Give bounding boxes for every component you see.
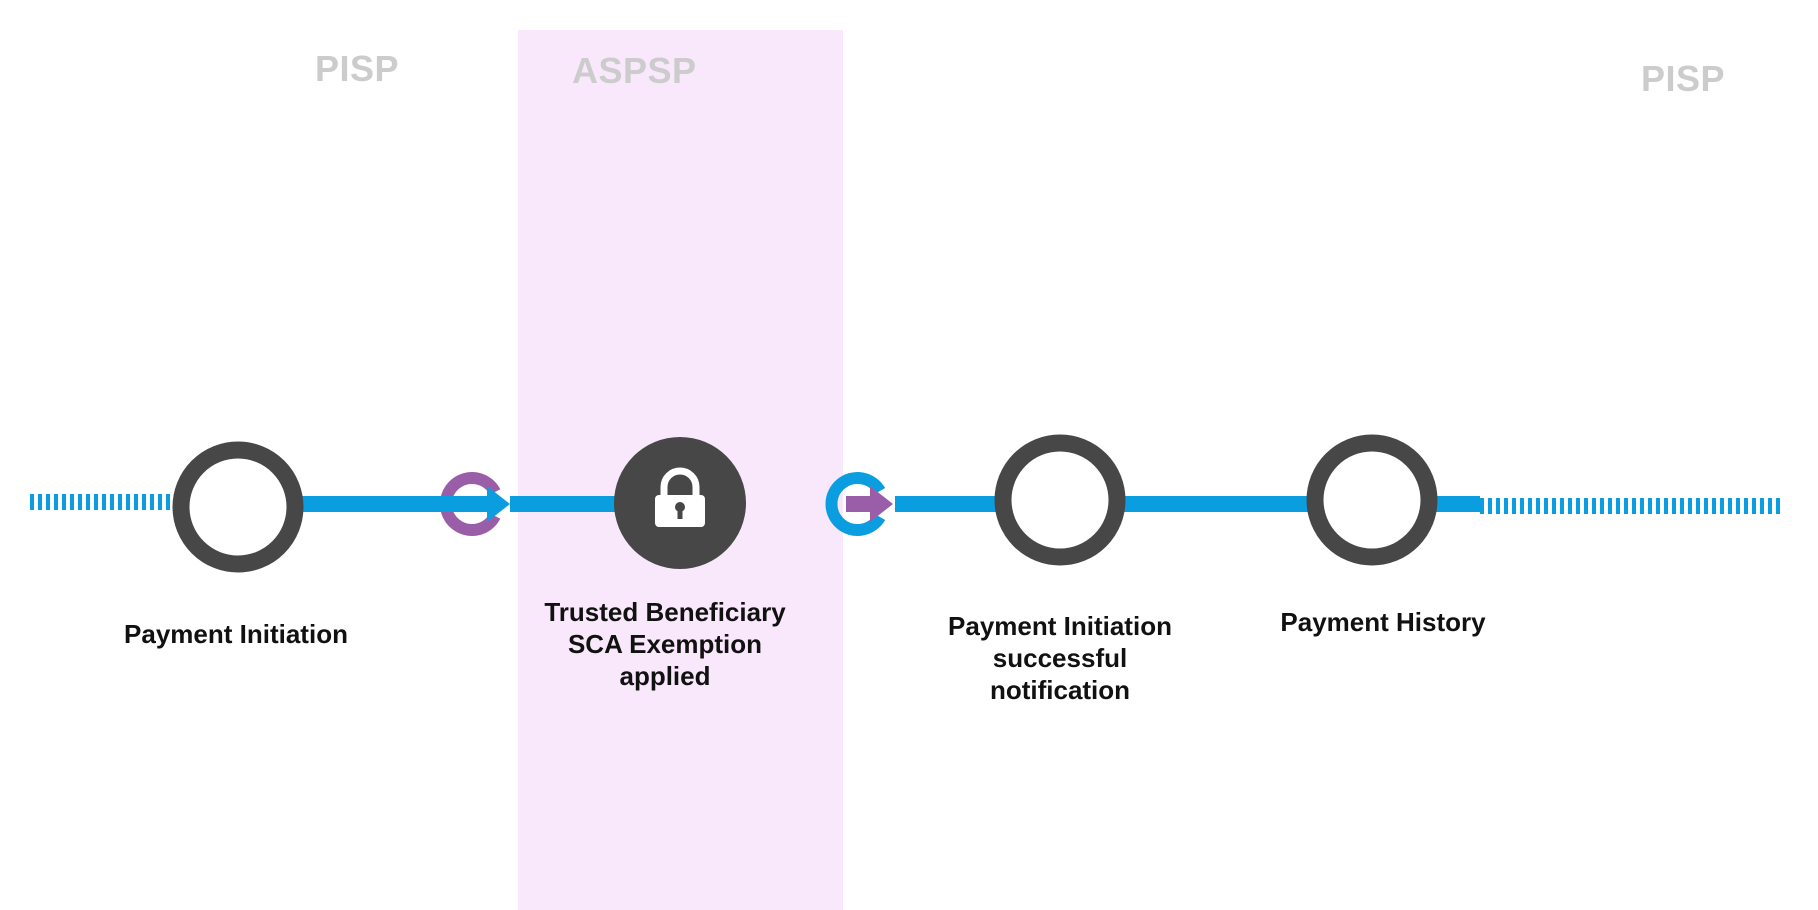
arrow-right-icon: [846, 486, 893, 522]
node-payment-history: [1306, 434, 1438, 566]
step-label-payment-history: Payment History: [1233, 606, 1533, 638]
step-label-line: Trusted Beneficiary: [544, 597, 786, 627]
zone-label-aspsp: ASPSP: [572, 50, 697, 91]
step-label-line: SCA Exemption: [567, 629, 763, 659]
step-label-line: Payment Initiation: [124, 619, 348, 649]
handoff-marker-out-of-aspsp: [825, 472, 893, 536]
zone-label-pisp-right: PISP: [1641, 58, 1726, 99]
step-label-line: successful: [992, 643, 1128, 673]
arrow-right-icon: [300, 486, 510, 522]
step-label-trusted-beneficiary: Trusted Beneficiary SCA Exemption applie…: [515, 596, 815, 692]
handoff-ring-blue: [825, 472, 886, 536]
lock-icon: [655, 467, 705, 527]
step-label-line: applied: [619, 661, 711, 691]
node-payment-initiation-notification: [994, 434, 1126, 566]
node-payment-initiation: [172, 441, 304, 573]
node-trusted-beneficiary: [614, 437, 746, 569]
step-label-line: Payment Initiation: [948, 611, 1172, 641]
step-label-payment-initiation-notification: Payment Initiation successful notificati…: [910, 610, 1210, 706]
handoff-marker-into-aspsp: [300, 472, 510, 536]
step-label-line: Payment History: [1280, 607, 1486, 637]
step-label-payment-initiation: Payment Initiation: [86, 618, 386, 650]
zone-label-pisp-left: PISP: [315, 48, 400, 89]
step-label-line: notification: [989, 675, 1131, 705]
